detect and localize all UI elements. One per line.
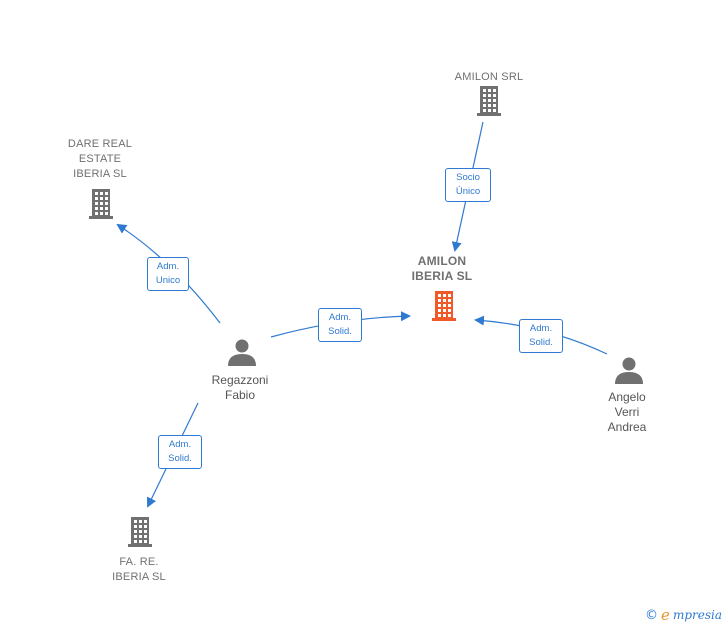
- brand-name: mpresia: [672, 608, 722, 622]
- node-label-amilon-srl[interactable]: AMILON SRL: [454, 71, 524, 83]
- edge-label-e5[interactable]: Adm. Solid.: [158, 435, 202, 469]
- node-label-dare-real[interactable]: DARE REAL ESTATE IBERIA SL: [67, 138, 133, 180]
- edge-label-e4[interactable]: Adm. Solid.: [519, 319, 563, 353]
- person-icon-regazzoni[interactable]: [228, 339, 256, 367]
- node-label-amilon-iberia[interactable]: AMILON IBERIA SL: [411, 254, 473, 283]
- building-icon-dare-real[interactable]: [89, 189, 113, 219]
- building-icon-amilon-iberia[interactable]: [432, 291, 456, 321]
- copyright-icon: ©: [645, 607, 659, 623]
- node-label-regazzoni[interactable]: Regazzoni Fabio: [211, 373, 269, 402]
- building-icon-amilon-srl[interactable]: [477, 86, 501, 116]
- building-icon-fa-re[interactable]: [128, 517, 152, 547]
- edge-label-e1[interactable]: Socio Único: [445, 168, 491, 202]
- edge-label-e3[interactable]: Adm. Solid.: [318, 308, 362, 342]
- person-icon-angelo[interactable]: [615, 357, 643, 385]
- brand-initial: e: [661, 606, 670, 624]
- icons-layer: [89, 86, 643, 547]
- node-label-fa-re[interactable]: FA. RE. IBERIA SL: [112, 556, 166, 583]
- node-label-angelo[interactable]: Angelo Verri Andrea: [607, 390, 647, 434]
- edge-label-e2[interactable]: Adm. Unico: [147, 257, 189, 291]
